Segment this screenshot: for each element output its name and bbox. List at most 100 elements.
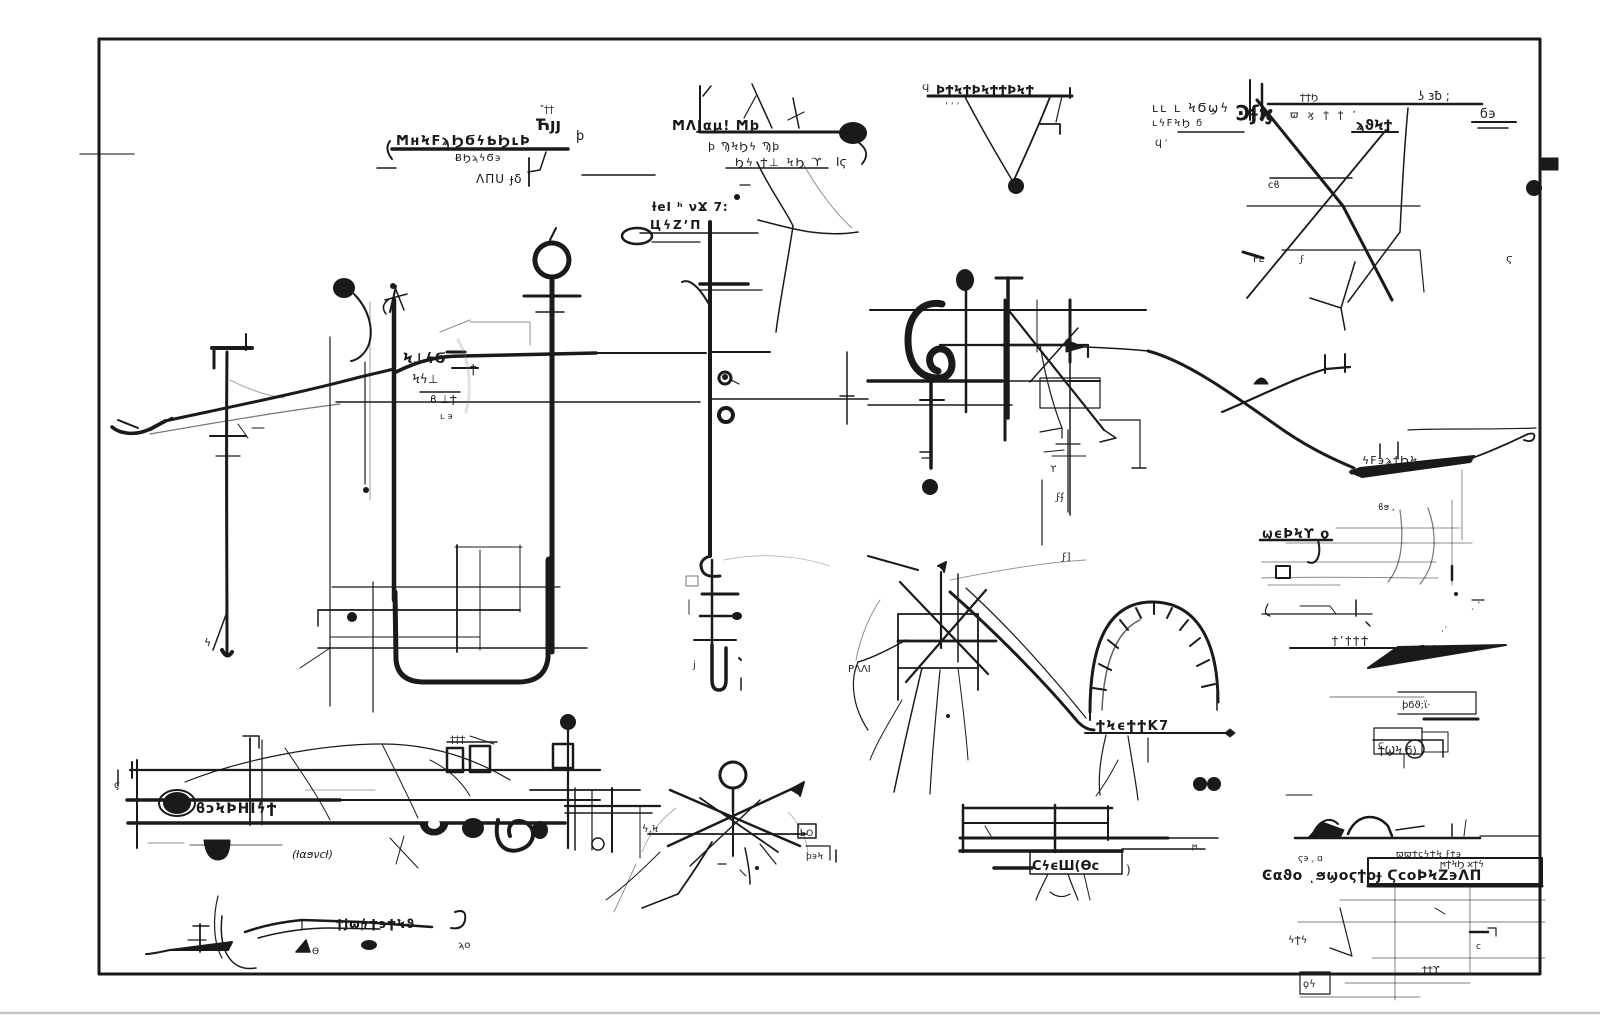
center-pole-ladder-stroke: [716, 406, 735, 424]
top-mid-cluster-stroke: [620, 226, 654, 246]
train-stroke: [381, 743, 419, 819]
figure-slide-arch-stroke: [929, 669, 941, 795]
ring-pole-and-u-dot: [390, 283, 396, 289]
bulletin-cluster-stroke: [1055, 95, 1063, 123]
bottom-right-text-stroke: [1299, 971, 1331, 995]
train-glyphs: ϯϯϮ: [450, 735, 466, 745]
asterisk-figure-dot: [755, 866, 759, 870]
right-faint-grid-glyphs: ϬƄϯϡϯ: [1418, 643, 1449, 655]
figure-slide-arch-stroke: [855, 599, 881, 661]
figure-slide-arch-stroke: [1135, 607, 1142, 619]
bottom-left-row-stroke: [220, 915, 257, 970]
top-right-cluster-glyphs: ϡϑϞϯ: [1356, 118, 1392, 134]
top-right-cluster-glyphs: ʟʟ ʟ ϞϬϣϟ: [1152, 101, 1230, 115]
figure-slide-arch-stroke: [1179, 619, 1189, 631]
figure-slide-arch-stroke: [1166, 607, 1173, 619]
asterisk-figure-glyphs: ϟ,Ϟ: [642, 824, 659, 835]
mid-glyph-cluster-glyphs: Ϟϟ⊥: [412, 372, 438, 386]
bottom-right-text-stroke: [1434, 907, 1446, 915]
figure-slide-arch-dot: [946, 714, 950, 718]
g-spiral-cluster-glyphs: ϝ]: [1061, 552, 1071, 563]
train-stroke: [284, 747, 331, 821]
top-right-cluster-glyphs: Ϥ ʼ: [1155, 139, 1168, 149]
train-stroke: [429, 759, 471, 797]
top-left-glyph-band-glyphs: ΛΠU ɟδ: [476, 172, 523, 186]
figure-slide-arch-stroke: [1095, 759, 1119, 797]
center-pole-ladder-stroke: [738, 657, 742, 661]
fence-stroke: [1049, 891, 1071, 898]
bottom-left-row-glyphs: ϯϳϖϟϮ϶ϮϞϑ: [336, 917, 415, 931]
crossing-lines-east-stroke: [1253, 377, 1269, 385]
bottom-right-text-glyphs: ϙϟ: [1303, 979, 1316, 990]
figure-slide-arch-glyphs: ϮϞϵϮϮΚ7: [1096, 719, 1170, 734]
west-band-stroke: [237, 423, 249, 439]
train-stroke: [158, 789, 196, 817]
bottom-right-text-glyphs: ϲ: [1476, 942, 1481, 952]
crossing-lines-east-stroke: [1471, 432, 1536, 459]
top-right-cluster-glyphs: ʟϟϜϞϦ ϭ: [1152, 117, 1204, 129]
top-mid-cluster-glyphs: Ϧϟ Ϯ⊥ ϞϦ ϓ: [735, 156, 823, 169]
dot-with-curl-stroke: [350, 293, 372, 362]
asterisk-figure-stroke: [797, 823, 817, 839]
west-band-stroke: [163, 367, 396, 423]
top-right-cluster-stroke: [1347, 231, 1401, 303]
bottom-left-row-stroke: [257, 927, 381, 939]
misc-marks-dot: [1526, 180, 1542, 196]
dot-with-curl: [333, 278, 372, 362]
center-pole-ladder-stroke: [710, 643, 728, 692]
train-stroke: [468, 744, 492, 774]
bulletin-cluster-glyphs: ʼ ʼ ʼ: [945, 102, 959, 112]
asterisk-figure-stroke: [759, 843, 777, 865]
right-faint-grid-stroke: [1387, 509, 1403, 583]
train-glyphs: ϐͻϞϷΗΙϟϮ: [196, 801, 277, 817]
crossing-lines-east-stroke: [1407, 427, 1537, 431]
top-mid-cluster-stroke: [757, 219, 859, 235]
right-faint-grid-glyphs: ϣϵϷϞϒ ϙ: [1262, 527, 1330, 542]
ring-pole-and-u-stroke: [395, 289, 405, 311]
right-faint-grid-glyphs: ϸϭϑ;ϊ·: [1402, 699, 1431, 711]
misc-marks: [79, 153, 1559, 196]
g-spiral-cluster-dot: [922, 479, 938, 495]
bottom-right-text-stroke: [1329, 907, 1353, 957]
train-dot: [532, 821, 548, 839]
bottom-left-row-dot: [361, 940, 377, 950]
asterisk-figure-stroke: [613, 863, 637, 913]
center-pole-ladder: ϳ: [681, 220, 831, 692]
bulletin-cluster-dot: [1008, 178, 1024, 194]
mid-grid: [1003, 298, 1147, 516]
crossing-lines-east: ϟϜ϶ϡϯϦϞ: [1000, 339, 1537, 478]
figure-slide-arch-stroke: [869, 699, 903, 761]
asterisk-figure-stroke: [641, 807, 677, 853]
asterisk-figure-stroke: [641, 893, 679, 909]
asterisk-figure-stroke: [787, 811, 809, 853]
center-pole-ladder-stroke: [730, 379, 740, 385]
train-stroke: [591, 837, 605, 851]
right-faint-grid-stroke: [1405, 739, 1425, 759]
figure-slide-arch-stroke: [1107, 639, 1119, 649]
fence-stroke: [1035, 873, 1049, 901]
right-faint-grid-stroke: [1365, 621, 1371, 627]
center-pole-ladder-stroke: [685, 575, 699, 587]
bulletin-cluster-stroke: [1013, 96, 1051, 181]
fence-stroke: [984, 825, 992, 837]
top-mid-cluster-glyphs: Ιϛ: [836, 155, 847, 169]
top-mid-cluster-stroke: [792, 97, 800, 129]
top-mid-cluster-stroke: [702, 85, 712, 97]
ring-pole-and-u-stroke: [549, 227, 557, 241]
figure-slide-arch-stroke: [1101, 619, 1141, 711]
bottom-right-text-glyphs: Ͼαϑο ͺϧϣοϛϯοɟ ϚϲοϷϞΖ϶ΛΠ: [1262, 868, 1482, 884]
bulletin-cluster-stroke: [964, 96, 1013, 181]
top-right-cluster-glyphs: ϲϐ: [1268, 180, 1280, 191]
top-right-cluster-glyphs: Ͽʄϗ: [1236, 101, 1274, 125]
center-pole-ladder-stroke: [717, 370, 733, 386]
top-right-cluster-stroke: [1399, 107, 1409, 233]
bottom-left-row-stroke: [213, 895, 223, 959]
left-pole-glyphs: ϟ: [204, 636, 211, 649]
train-dot: [560, 714, 576, 730]
mid-grid-stroke: [1099, 429, 1117, 443]
asterisk-figure-stroke: [789, 781, 805, 797]
asterisk-figure-stroke: [805, 845, 831, 861]
